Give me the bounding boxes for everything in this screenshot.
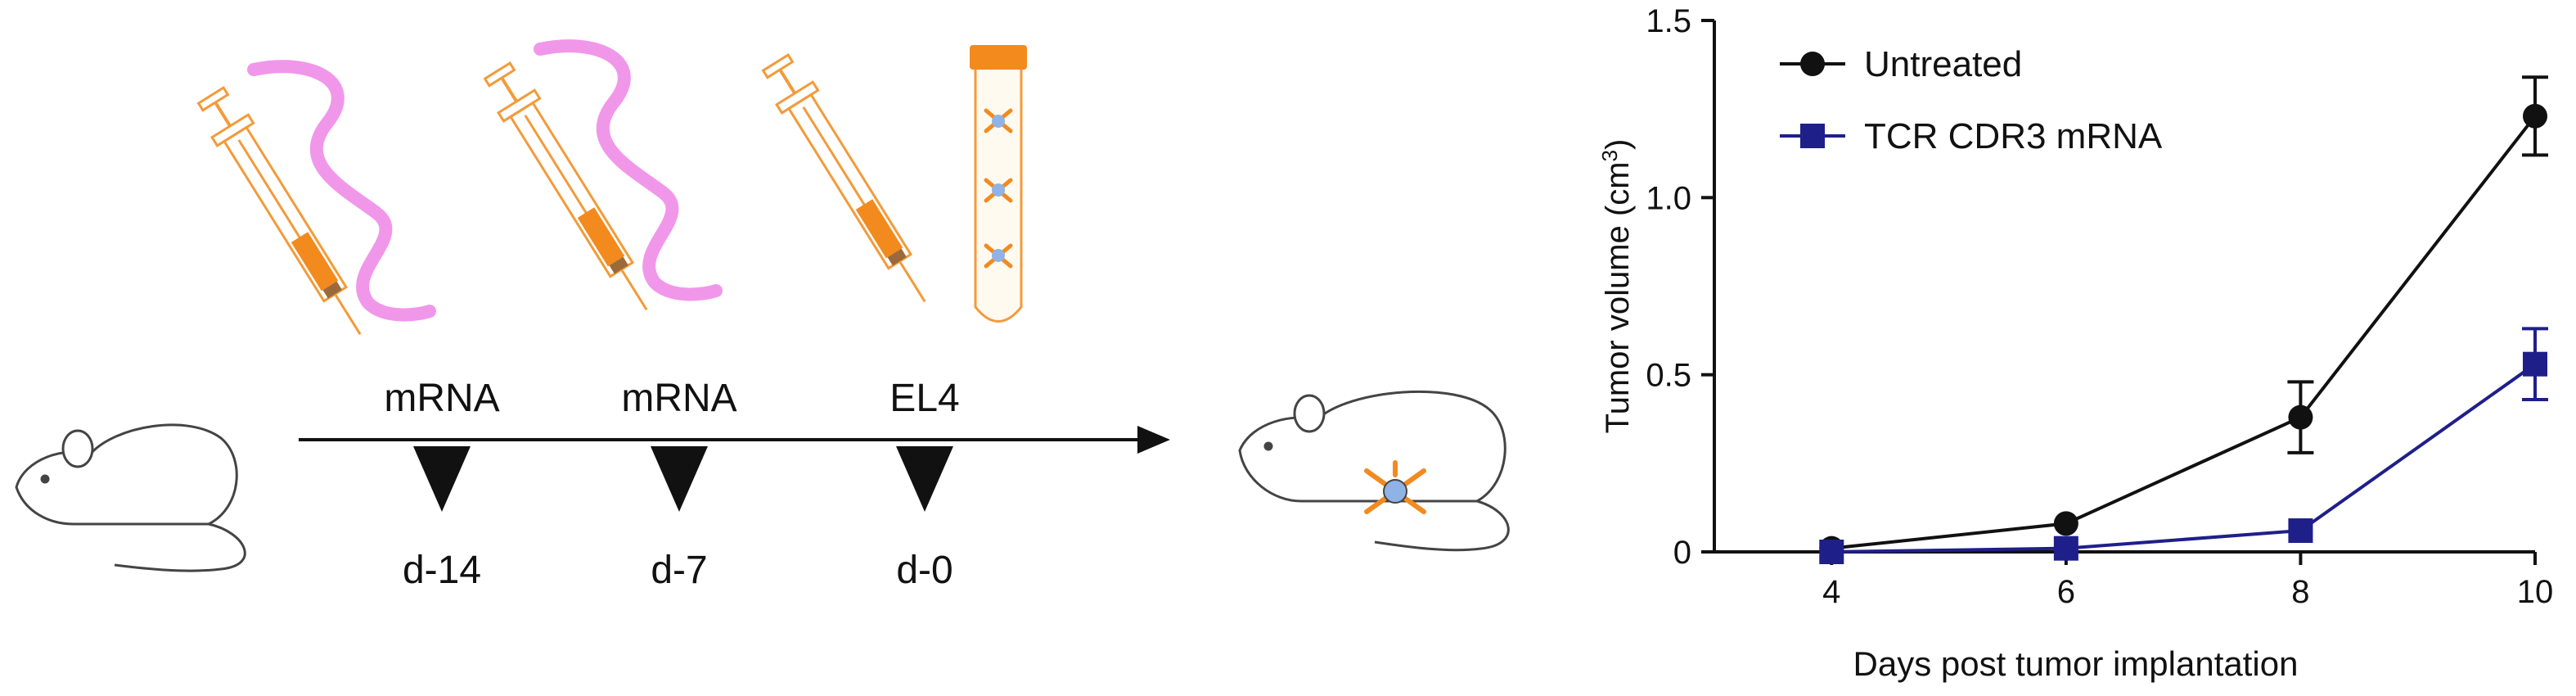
legend-label: Untreated	[1864, 44, 2022, 84]
legend-marker	[1800, 124, 1825, 148]
x-tick-label: 4	[1822, 574, 1840, 610]
legend-marker	[1800, 52, 1825, 76]
day-label: d-0	[896, 549, 952, 592]
data-point	[2053, 511, 2078, 536]
y-tick-label: 0.5	[1646, 358, 1691, 394]
step-label: EL4	[889, 377, 959, 420]
x-ticks: 4 6 8 10	[1822, 552, 2553, 610]
y-axis-title: Tumor volume (cm3)	[1597, 139, 1636, 434]
series-line	[1831, 363, 2537, 554]
timeline-marker	[896, 446, 953, 512]
syringe-icon	[196, 86, 362, 336]
tumor-volume-chart: 0 0.5 1.0 1.5 4 6 8 10 Tumor volume (cm3) Days…	[1597, 3, 2553, 683]
y-tick-label: 0	[1673, 535, 1691, 571]
mouse-icon	[15, 423, 246, 572]
step-label: mRNA	[621, 377, 736, 420]
y-ticks: 0 0.5 1.0 1.5	[1646, 3, 1714, 571]
y-tick-label: 1.5	[1646, 3, 1691, 39]
timeline-arrow	[299, 426, 1170, 454]
schedule-panel: mRNA mRNA EL4 d-14 d-7 d-0	[15, 39, 1510, 592]
x-tick-label: 10	[2517, 574, 2554, 610]
test-tube-icon	[970, 45, 1027, 323]
series-line	[1831, 115, 2537, 550]
data-point	[2288, 404, 2313, 430]
data-point	[2523, 103, 2547, 129]
data-point	[2288, 518, 2313, 544]
day-label: d-7	[651, 549, 707, 592]
mrna-ribbon-icon	[247, 60, 436, 322]
day-label: d-14	[403, 549, 481, 592]
syringe-icon	[483, 61, 648, 311]
y-tick-label: 1.0	[1646, 180, 1691, 216]
legend-label: TCR CDR3 mRNA	[1864, 116, 2163, 156]
x-axis-title: Days post tumor implantation	[1853, 644, 2299, 683]
step-label: mRNA	[384, 377, 499, 420]
series-layer	[1819, 75, 2548, 564]
mrna-ribbon-icon	[534, 39, 723, 301]
timeline-marker	[651, 446, 708, 512]
data-point	[2053, 536, 2078, 561]
timeline-marker	[413, 446, 471, 512]
x-tick-label: 6	[2057, 574, 2075, 610]
tumor-mouse-icon	[1238, 390, 1510, 552]
syringe-icon	[761, 53, 926, 303]
x-tick-label: 8	[2291, 574, 2309, 610]
data-point	[2523, 351, 2547, 377]
data-point	[1819, 540, 1844, 564]
